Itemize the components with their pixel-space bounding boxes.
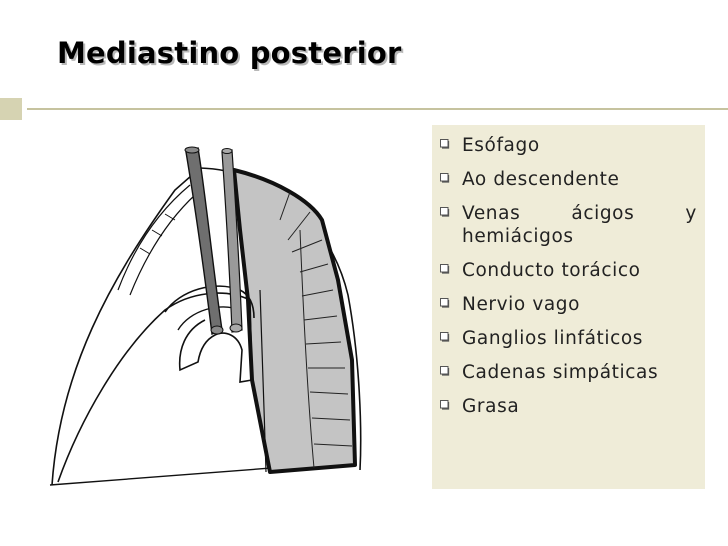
square-bullet-icon (440, 207, 450, 217)
square-bullet-icon (440, 400, 450, 410)
list-item: Ao descendente (440, 168, 697, 191)
aorta-top (221, 148, 233, 154)
bullet-text: Cadenas simpáticas (462, 362, 659, 383)
square-bullet-icon (440, 366, 450, 376)
list-item: Ganglios linfáticos (440, 327, 697, 350)
rib-band-left (117, 184, 191, 291)
bullet-text: Ganglios linfáticos (462, 328, 644, 349)
title-underline (27, 108, 728, 110)
square-bullet-icon (440, 298, 450, 308)
list-item: Conducto torácico (440, 259, 697, 282)
vertebra-lines (279, 191, 353, 469)
anterior-boundary-line (259, 289, 267, 473)
descending-aorta (221, 149, 243, 333)
square-bullet-icon (440, 173, 450, 183)
square-bullet-icon (440, 264, 450, 274)
rib-band-left-inner (129, 193, 197, 296)
bullet-text: Conducto torácico (462, 260, 641, 281)
bullet-text-line-2: hemiácigos (462, 226, 574, 247)
square-bullet-icon (440, 139, 450, 149)
word: y (685, 203, 697, 224)
bullet-text: Ao descendente (462, 169, 620, 190)
posterior-mediastinum-region (232, 168, 357, 474)
list-item: Venas ácigos y hemiácigos (440, 202, 697, 248)
list-item: Cadenas simpáticas (440, 361, 697, 384)
bullet-text: Esófago (462, 135, 540, 156)
esophagus-top (184, 146, 200, 154)
word: Venas (462, 203, 521, 224)
mediastinum-diagram (49, 146, 362, 486)
bullet-panel: Esófago Ao descendente Venas ácigos y (432, 125, 705, 489)
esophagus (185, 147, 223, 335)
bullet-list: Esófago Ao descendente Venas ácigos y (440, 134, 697, 418)
heart-outline (57, 292, 253, 483)
vessel-end-2 (229, 323, 243, 333)
bullet-text: Nervio vago (462, 294, 581, 315)
list-item: Grasa (440, 395, 697, 418)
bullet-text-multiline: Venas ácigos y hemiácigos (462, 202, 697, 248)
vessel-end-1 (210, 325, 224, 335)
list-item: Nervio vago (440, 293, 697, 316)
title-decoration (0, 98, 22, 120)
word: ácigos (571, 203, 635, 224)
deco-square (0, 98, 22, 120)
slide-title: Mediastino posterior (57, 36, 402, 70)
list-item: Esófago (440, 134, 697, 157)
bullet-text-line-1: Venas ácigos y (462, 202, 697, 225)
square-bullet-icon (440, 332, 450, 342)
bullet-text: Grasa (462, 396, 520, 417)
rib-segment (139, 213, 176, 255)
